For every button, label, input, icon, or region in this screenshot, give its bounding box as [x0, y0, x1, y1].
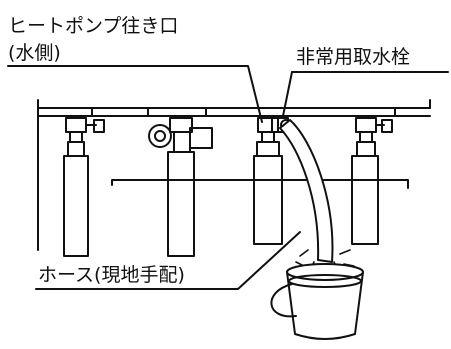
bucket [270, 263, 364, 340]
hose [279, 119, 334, 263]
label-emergency-faucet: 非常用取水栓 [296, 46, 411, 68]
label-heat-pump-outlet: ヒートポンプ往き口 [8, 15, 179, 37]
unit-base-frame [37, 99, 431, 251]
label-hose: ホース(現地手配) [38, 264, 185, 286]
leader-line-heat-pump-outlet [7, 65, 263, 123]
label-water-side: (水側) [8, 42, 61, 64]
rear-panel-outline [111, 179, 409, 189]
pipe-2-valve [148, 117, 213, 257]
pipe-1 [63, 117, 105, 257]
pipe-3-heat-pump-outlet [253, 117, 283, 245]
leader-line-emergency-faucet [282, 71, 449, 117]
pipe-4 [351, 117, 393, 245]
leader-line-hose [35, 231, 301, 290]
